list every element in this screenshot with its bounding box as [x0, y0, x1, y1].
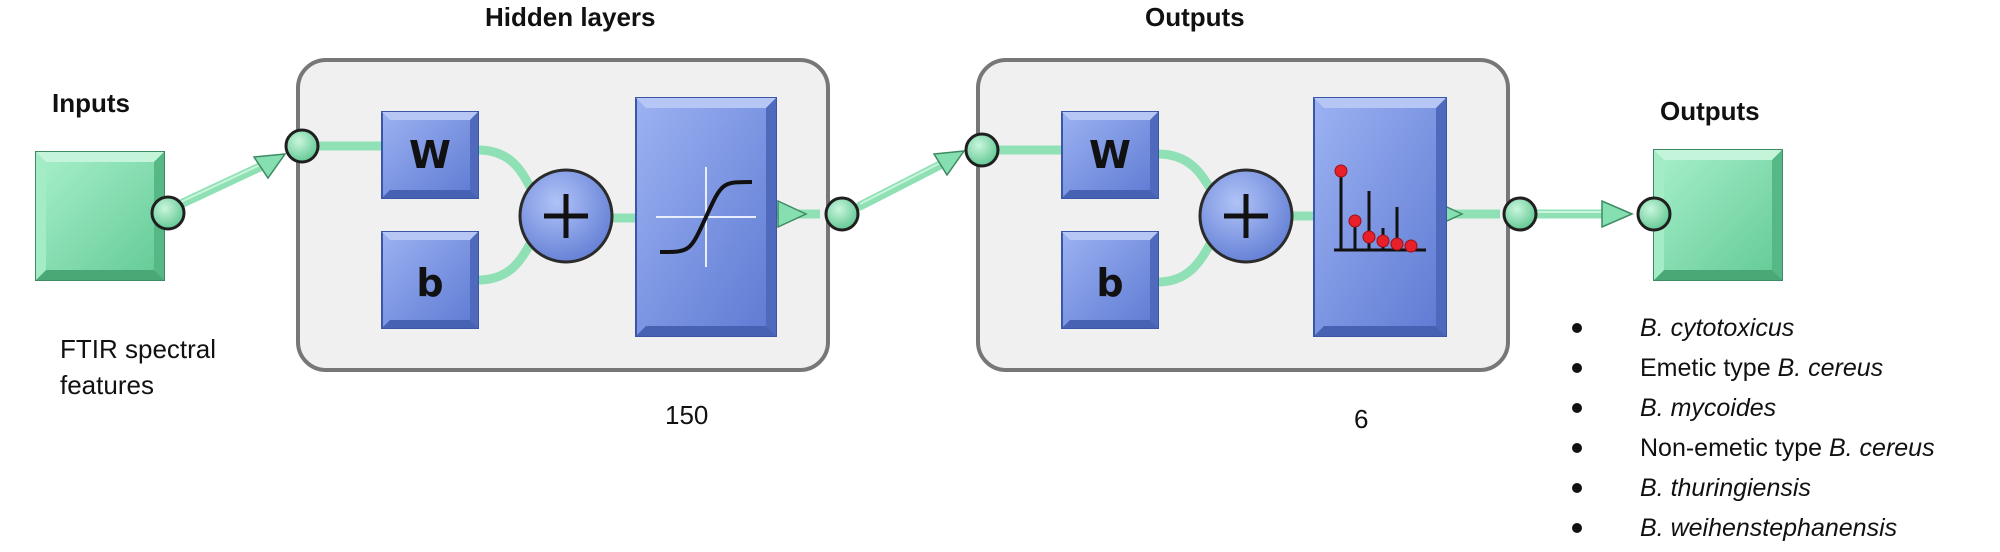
output-class-item: Emetic type B. cereus: [1572, 348, 1935, 388]
arrow-hidden-to-output: [932, 150, 966, 177]
output-layer-heading: Outputs: [1145, 2, 1245, 32]
hidden-input-node: [284, 128, 320, 164]
hidden-weight-block: W: [381, 111, 479, 199]
output-class-item: Non-emetic type B. cereus: [1572, 428, 1935, 468]
sigmoid-curve-icon: [659, 180, 753, 254]
arrow-input-to-hidden: [252, 153, 287, 180]
hidden-bias-block: b: [381, 231, 479, 329]
output-class-item: B. weihenstephanensis: [1572, 508, 1935, 548]
output-class-item: B. thuringiensis: [1572, 468, 1935, 508]
hidden-weight-label: W: [409, 133, 451, 177]
softmax-transfer-block: [1313, 97, 1447, 337]
final-output-node: [1636, 196, 1672, 232]
output-layer-size: 6: [1354, 404, 1369, 434]
output-bias-block: b: [1061, 231, 1159, 329]
hidden-layer-size: 150: [665, 400, 709, 430]
output-class-list: B. cytotoxicus Emetic type B. cereus B. …: [1572, 308, 1935, 548]
connectors-highlight: [167, 161, 1602, 213]
junction-nodes: [150, 128, 1672, 232]
arrow-to-output-node: [1601, 199, 1634, 229]
hidden-bias-label: b: [416, 261, 443, 305]
hidden-layers-heading: Hidden layers: [485, 2, 656, 32]
sigmoid-transfer-block: [635, 97, 777, 337]
output-class-item: B. mycoides: [1572, 388, 1935, 428]
input-output-node: [150, 195, 186, 231]
output-class-item: B. cytotoxicus: [1572, 308, 1935, 348]
output-sum-node: [1198, 168, 1294, 264]
output-block: [1653, 149, 1783, 281]
output-weight-label: W: [1089, 133, 1131, 177]
output-layer-output-node: [1502, 196, 1538, 232]
input-description: FTIR spectral features: [60, 334, 217, 400]
output-bias-label: b: [1096, 261, 1123, 305]
output-weight-block: W: [1061, 111, 1159, 199]
hidden-sum-node: [518, 168, 614, 264]
hidden-output-node: [824, 196, 860, 232]
output-layer-input-node: [964, 132, 1000, 168]
input-block: [35, 151, 165, 281]
arrow-sigmoid-out-front: [777, 199, 808, 229]
outputs-heading: Outputs: [1660, 96, 1760, 126]
inputs-heading: Inputs: [52, 88, 130, 118]
